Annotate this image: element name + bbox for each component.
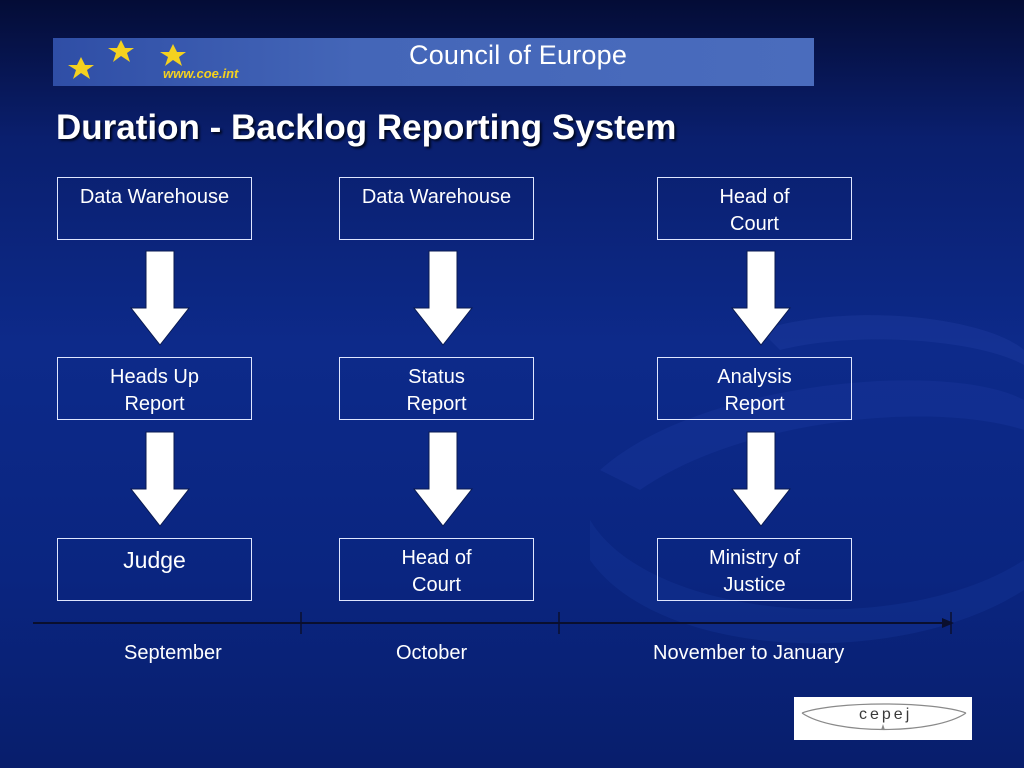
flow-3-step-2-box: Analysis Report — [657, 357, 852, 420]
eu-stars-icon — [68, 40, 186, 79]
logo-text: cepej — [859, 706, 913, 723]
timeline-axis — [33, 612, 954, 634]
cepej-logo: cepej — [794, 697, 972, 740]
down-arrow-icon — [413, 431, 473, 527]
box-label-line-1: Status — [408, 366, 465, 388]
timeline-label-november-january: November to January — [653, 642, 845, 664]
timeline-label-october: October — [396, 642, 468, 664]
down-arrow-icon — [130, 250, 190, 346]
box-label-line-2: Justice — [723, 574, 786, 596]
down-arrow-icon — [130, 431, 190, 527]
flow-2-step-3-box: Head of Court — [339, 538, 534, 601]
flow-1-step-3-box: Judge — [57, 538, 252, 601]
page-title: Duration - Backlog Reporting System — [56, 108, 677, 147]
down-arrow-icon — [731, 431, 791, 527]
down-arrow-icon — [731, 250, 791, 346]
cepej-arc-icon — [801, 703, 967, 731]
box-label-line-2: Report — [124, 393, 185, 415]
flow-2-step-2-box: Status Report — [339, 357, 534, 420]
flow-3-step-3-box: Ministry of Justice — [657, 538, 852, 601]
box-label-line-2: Court — [730, 213, 779, 235]
organization-name: Council of Europe — [409, 40, 628, 70]
flow-1-step-2-box: Heads Up Report — [57, 357, 252, 420]
flow-3-step-1-box: Head of Court — [657, 177, 852, 240]
council-of-europe-banner: www.coe.int Council of Europe — [53, 38, 814, 86]
box-label-line-1: Head of — [401, 547, 472, 569]
box-label-line-1: Heads Up — [110, 366, 199, 388]
box-label-line-1: Ministry of — [708, 547, 801, 569]
flow-2-step-1-box: Data Warehouse — [339, 177, 534, 240]
box-label: Data Warehouse — [361, 186, 512, 208]
box-label-line-2: Report — [406, 393, 467, 415]
down-arrow-icon — [413, 250, 473, 346]
flow-1-step-1-box: Data Warehouse — [57, 177, 252, 240]
box-label: Judge — [123, 547, 186, 573]
website-url: www.coe.int — [163, 66, 239, 81]
box-label-line-2: Report — [724, 393, 785, 415]
box-label: Data Warehouse — [79, 186, 230, 208]
box-label-line-2: Court — [412, 574, 461, 596]
box-label-line-1: Head of — [719, 186, 790, 208]
timeline-label-september: September — [124, 642, 222, 664]
box-label-line-1: Analysis — [717, 366, 792, 388]
